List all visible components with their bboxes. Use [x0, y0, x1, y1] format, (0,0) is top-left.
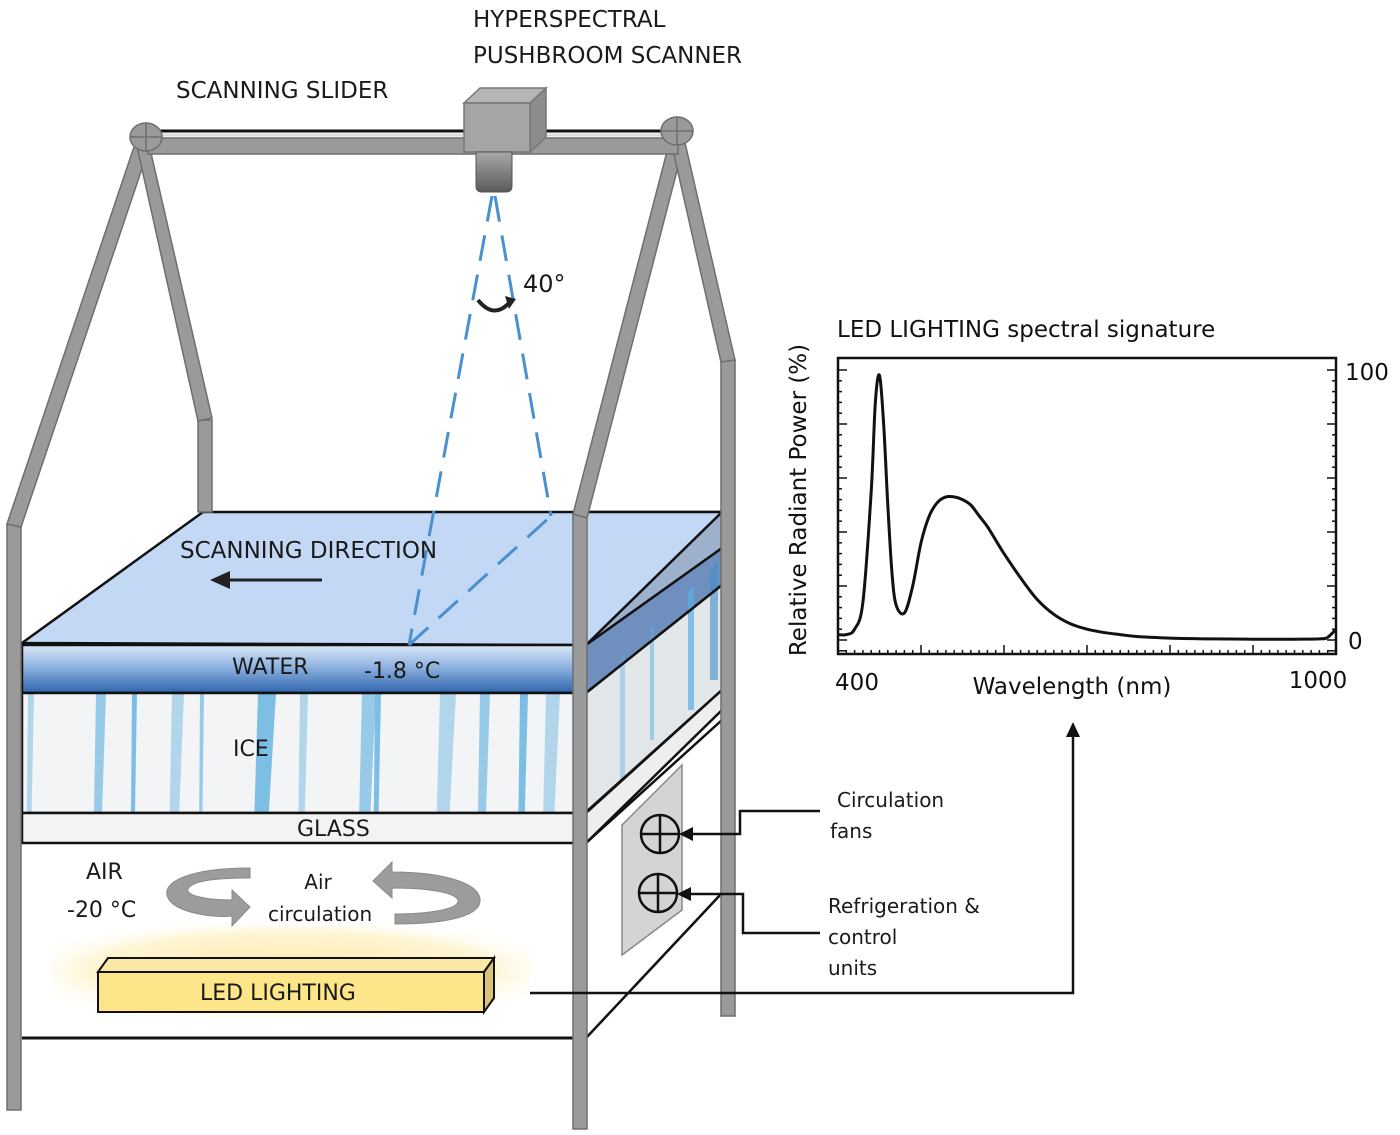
frame-pole — [720, 359, 736, 1017]
circulation-fan-icon — [639, 813, 681, 855]
refrig-line3: units — [828, 956, 878, 980]
ice-layer — [22, 693, 586, 813]
water-temp-label: -1.8 °C — [364, 659, 441, 684]
angle-label: 40° — [523, 270, 566, 298]
ice-streak — [359, 693, 376, 813]
frame-pole — [197, 419, 213, 513]
chart-ticks — [837, 369, 1337, 654]
ice-streak — [131, 693, 137, 813]
ice-streak — [373, 693, 381, 813]
scanning-direction-arrow-icon — [210, 571, 322, 589]
air-temp-label: -20 °C — [67, 898, 137, 923]
hyperspectral-scanner — [462, 86, 548, 193]
ice-streak — [543, 693, 560, 813]
scanner-label: HYPERSPECTRAL PUSHBROOM SCANNER — [473, 2, 742, 74]
chart-y-tick-label: 0 — [1348, 629, 1363, 655]
chart-title: LED LIGHTING spectral signature — [837, 317, 1215, 343]
fans-line1: Circulation — [837, 788, 945, 812]
ice-streak — [298, 693, 308, 813]
chart-x-tick-label: 1000 — [1289, 668, 1348, 694]
glass-label: GLASS — [297, 817, 370, 842]
ice-streak — [169, 693, 184, 813]
scanning-direction-label: SCANNING DIRECTION — [180, 538, 438, 564]
slider-joint-icon — [129, 122, 163, 152]
sample-tank — [18, 510, 726, 1040]
angle-arrow-icon — [476, 298, 512, 313]
chart-frame — [836, 356, 1338, 656]
slider-joint-icon — [660, 116, 694, 146]
ice-streak — [94, 693, 106, 813]
frame-pole — [572, 513, 588, 1130]
scanner-frame — [6, 131, 736, 1130]
led-lighting-bar — [52, 925, 530, 1017]
ice-streak — [518, 693, 528, 813]
ice-streak — [26, 693, 34, 813]
spectral-chart: LED LIGHTING spectral signature Waveleng… — [786, 317, 1389, 700]
ice-streak — [436, 693, 456, 813]
ice-streak — [254, 693, 276, 813]
chart-pointer-arrow-icon — [1066, 722, 1080, 737]
scanner-label-line1: HYPERSPECTRAL — [473, 7, 666, 33]
callout-lines — [530, 735, 1075, 995]
fans-line2: fans — [830, 819, 873, 843]
air-circulation-line2: circulation — [268, 902, 373, 926]
refrigeration-label: Refrigeration & control units — [828, 891, 980, 984]
chart-series-line — [837, 373, 1338, 641]
ice-streak — [199, 693, 204, 813]
circulation-fans-label: Circulation fans — [830, 785, 944, 847]
ice-label: ICE — [233, 737, 269, 762]
water-label: WATER — [232, 655, 309, 680]
control-panel — [621, 763, 683, 957]
air-circulation-label: Air circulation — [268, 866, 373, 930]
air-circulation-line1: Air — [304, 870, 332, 894]
slider-label: SCANNING SLIDER — [176, 78, 389, 104]
water-layer — [20, 643, 588, 695]
chart-y-tick-label: 100 — [1345, 360, 1389, 386]
chart-y-axis-label: Relative Radiant Power (%) — [786, 344, 812, 656]
ice-streak — [478, 693, 490, 813]
refrigeration-unit-icon — [637, 872, 679, 914]
scan-beam — [407, 195, 553, 647]
refrig-line2: control — [828, 925, 898, 949]
air-circulation-arrows — [166, 860, 481, 928]
scanning-slider — [129, 116, 694, 155]
chart-x-tick-label: 400 — [835, 670, 879, 696]
air-label: AIR — [86, 860, 123, 885]
frame-pole — [6, 523, 22, 1111]
refrig-line1: Refrigeration & — [828, 894, 980, 918]
led-lighting-label: LED LIGHTING — [200, 981, 356, 1006]
scanner-label-line2: PUSHBROOM SCANNER — [473, 43, 743, 69]
chart-x-axis-label: Wavelength (nm) — [973, 674, 1172, 700]
